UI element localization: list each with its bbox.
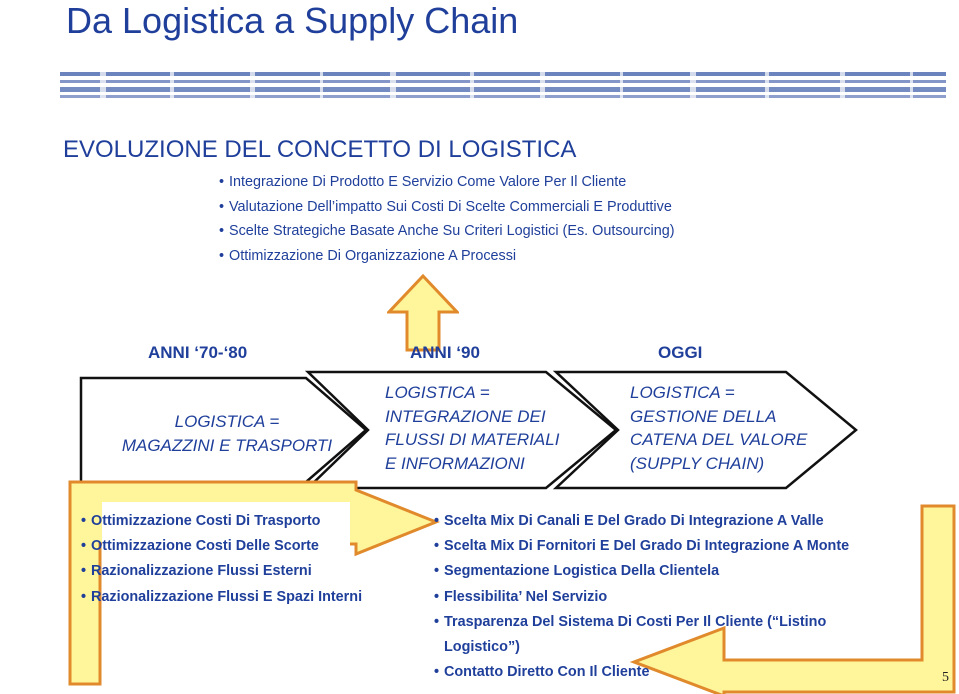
stage-1-text: LOGISTICA = MAGAZZINI E TRASPORTI: [96, 410, 358, 457]
header-banner: [60, 68, 946, 102]
page-title: Da Logistica a Supply Chain: [66, 0, 519, 41]
stage-line: (SUPPLY CHAIN): [630, 453, 765, 473]
stage-line: E INFORMAZIONI: [385, 453, 525, 473]
block-up-arrow-icon: [387, 274, 459, 352]
stage-line: LOGISTICA =: [174, 412, 280, 431]
page-number: 5: [942, 670, 949, 685]
intro-bullet: Ottimizzazione Di Organizzazione A Proce…: [219, 246, 675, 271]
intro-bullet-list: Integrazione Di Prodotto E Servizio Come…: [219, 172, 675, 271]
stage-line: INTEGRAZIONE DEI: [385, 406, 546, 426]
right-benefit-item: Contatto Diretto Con Il Cliente: [434, 662, 849, 687]
stage-3-text: LOGISTICA = GESTIONE DELLA CATENA DEL VA…: [630, 381, 807, 475]
right-benefit-item: Segmentazione Logistica Della Clientela: [434, 561, 849, 586]
intro-bullet: Scelte Strategiche Basate Anche Su Crite…: [219, 221, 675, 246]
process-chevrons: [79, 370, 858, 490]
left-benefit-item: Razionalizzazione Flussi Esterni: [81, 561, 362, 586]
left-benefit-item: Ottimizzazione Costi Delle Scorte: [81, 536, 362, 561]
right-benefit-item: Scelta Mix Di Fornitori E Del Grado Di I…: [434, 536, 849, 561]
stage-2-text: LOGISTICA = INTEGRAZIONE DEI FLUSSI DI M…: [385, 381, 559, 475]
section-title: EVOLUZIONE DEL CONCETTO DI LOGISTICA: [63, 136, 577, 163]
period-label-90: ANNI ‘90: [410, 343, 480, 362]
stage-line: GESTIONE DELLA: [630, 406, 777, 426]
right-benefit-list: Scelta Mix Di Canali E Del Grado Di Inte…: [434, 511, 849, 687]
left-benefit-item: Razionalizzazione Flussi E Spazi Interni: [81, 587, 362, 612]
period-label-70-80: ANNI ‘70-‘80: [148, 343, 248, 362]
right-benefit-item: Scelta Mix Di Canali E Del Grado Di Inte…: [434, 511, 849, 536]
stage-line: CATENA DEL VALORE: [630, 430, 808, 449]
stage-line: LOGISTICA =: [630, 383, 735, 402]
left-benefit-item: Ottimizzazione Costi Di Trasporto: [81, 511, 362, 536]
chevron-stage-1: [79, 376, 368, 484]
right-benefit-item: Trasparenza Del Sistema Di Costi Per Il …: [434, 612, 849, 637]
left-benefit-list: Ottimizzazione Costi Di Trasporto Ottimi…: [81, 511, 362, 612]
intro-bullet: Integrazione Di Prodotto E Servizio Come…: [219, 172, 675, 197]
intro-bullet: Valutazione Dell’impatto Sui Costi Di Sc…: [219, 197, 675, 222]
right-benefit-item: Flessibilita’ Nel Servizio: [434, 587, 849, 612]
chevron-stage-3: [552, 370, 858, 490]
chevron-stage-2: [304, 370, 618, 490]
bent-arrow-icon: [629, 504, 956, 694]
right-benefit-item-continuation: Logistico”): [444, 638, 520, 655]
stage-line: FLUSSI DI MATERIALI: [385, 430, 560, 449]
stage-line: MAGAZZINI E TRASPORTI: [121, 435, 333, 455]
stage-line: LOGISTICA =: [385, 383, 490, 402]
period-label-oggi: OGGI: [658, 343, 703, 362]
